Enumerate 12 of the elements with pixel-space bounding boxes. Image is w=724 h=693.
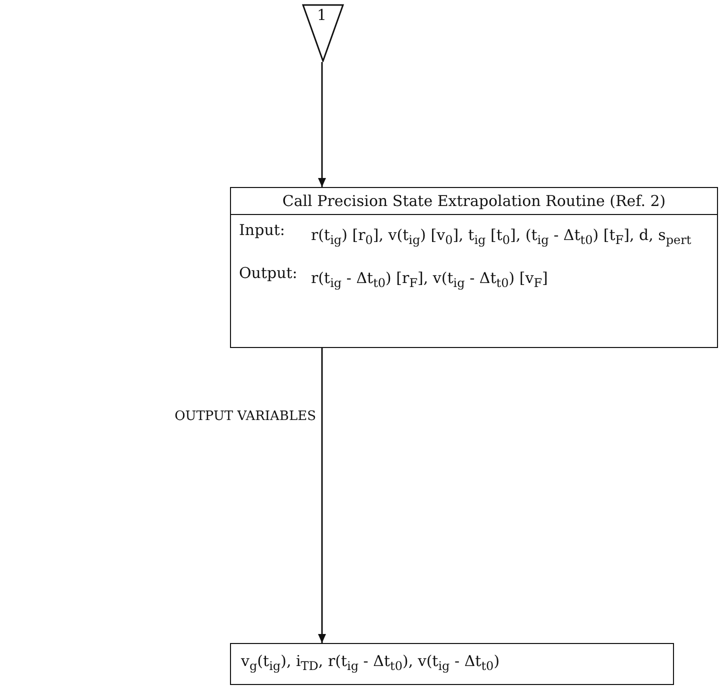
off-page-connector-triangle: [302, 4, 344, 62]
formula-text: r(t$_{ig}$) [r$_{0}$], v(t$_{ig}$) [v$_{0}$], t$_{ig}$ [t$_{0}$], (t$_{ig}$ - Δt$_{t0}$) [t$_{F}$], d, s$_{pert}$: [311, 225, 692, 249]
process-box: [230, 187, 718, 348]
field-label: Output:: [239, 264, 298, 282]
box-heading: Call Precision State Extrapolation Routine (Ref. 2): [231, 188, 717, 215]
arrow: [318, 348, 326, 643]
connector-number: 1: [317, 6, 327, 24]
field-label: Input:: [239, 221, 286, 239]
output-box: [230, 643, 674, 685]
section-label: OUTPUT VARIABLES: [174, 409, 316, 424]
arrow: [318, 62, 326, 187]
formula-text: r(t$_{ig}$ - Δt$_{t0}$) [r$_{F}$], v(t$_{ig}$ - Δt$_{t0}$) [v$_{F}$]: [311, 268, 548, 292]
